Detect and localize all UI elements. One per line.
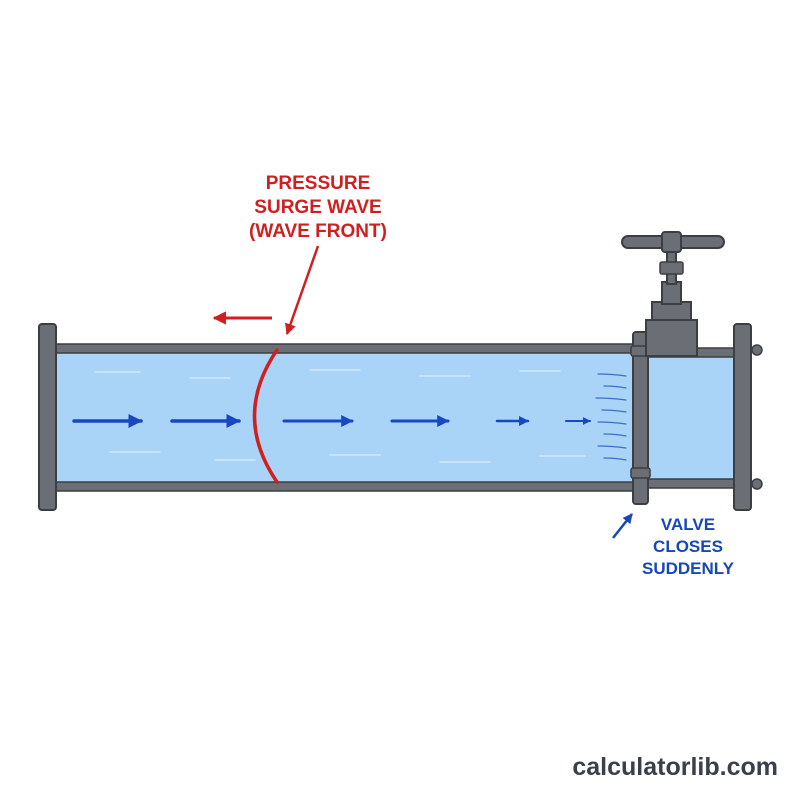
brand-watermark: calculatorlib.com xyxy=(572,753,778,781)
valve-body xyxy=(645,319,698,357)
flange-bolt xyxy=(751,344,763,356)
valve-bolt xyxy=(630,467,651,479)
valve-label-line: SUDDENLY xyxy=(642,559,734,578)
pipe-top-wall xyxy=(54,343,639,354)
valve-label-line: VALVE xyxy=(660,515,716,534)
stagnation-ripples xyxy=(595,373,627,461)
valve-gland xyxy=(659,261,684,275)
water-shimmer xyxy=(94,369,586,463)
surge-label-line: PRESSURE xyxy=(265,173,371,194)
surge-label-line: (WAVE FRONT) xyxy=(249,221,387,242)
downstream-bottom-wall xyxy=(645,478,739,489)
surge-leader-line xyxy=(285,245,320,336)
pipe-water xyxy=(55,352,638,484)
valve-label-line: CLOSES xyxy=(653,537,723,556)
left-flange xyxy=(38,323,57,511)
right-flange xyxy=(733,323,752,511)
valve-handwheel-hub xyxy=(661,231,682,253)
flange-bolt xyxy=(751,478,763,490)
downstream-water xyxy=(646,356,738,480)
valve-closes-label: VALVE CLOSES SUDDENLY xyxy=(622,514,754,580)
surge-wave-label: PRESSURE SURGE WAVE (WAVE FRONT) xyxy=(228,172,408,244)
valve-pointer-arrow-icon xyxy=(612,513,633,539)
surge-label-line: SURGE WAVE xyxy=(254,197,382,218)
pressure-wave-front xyxy=(252,348,279,484)
pipe-bottom-wall xyxy=(54,481,639,492)
valve-packing xyxy=(661,281,682,305)
valve-gate-plate xyxy=(632,331,649,505)
